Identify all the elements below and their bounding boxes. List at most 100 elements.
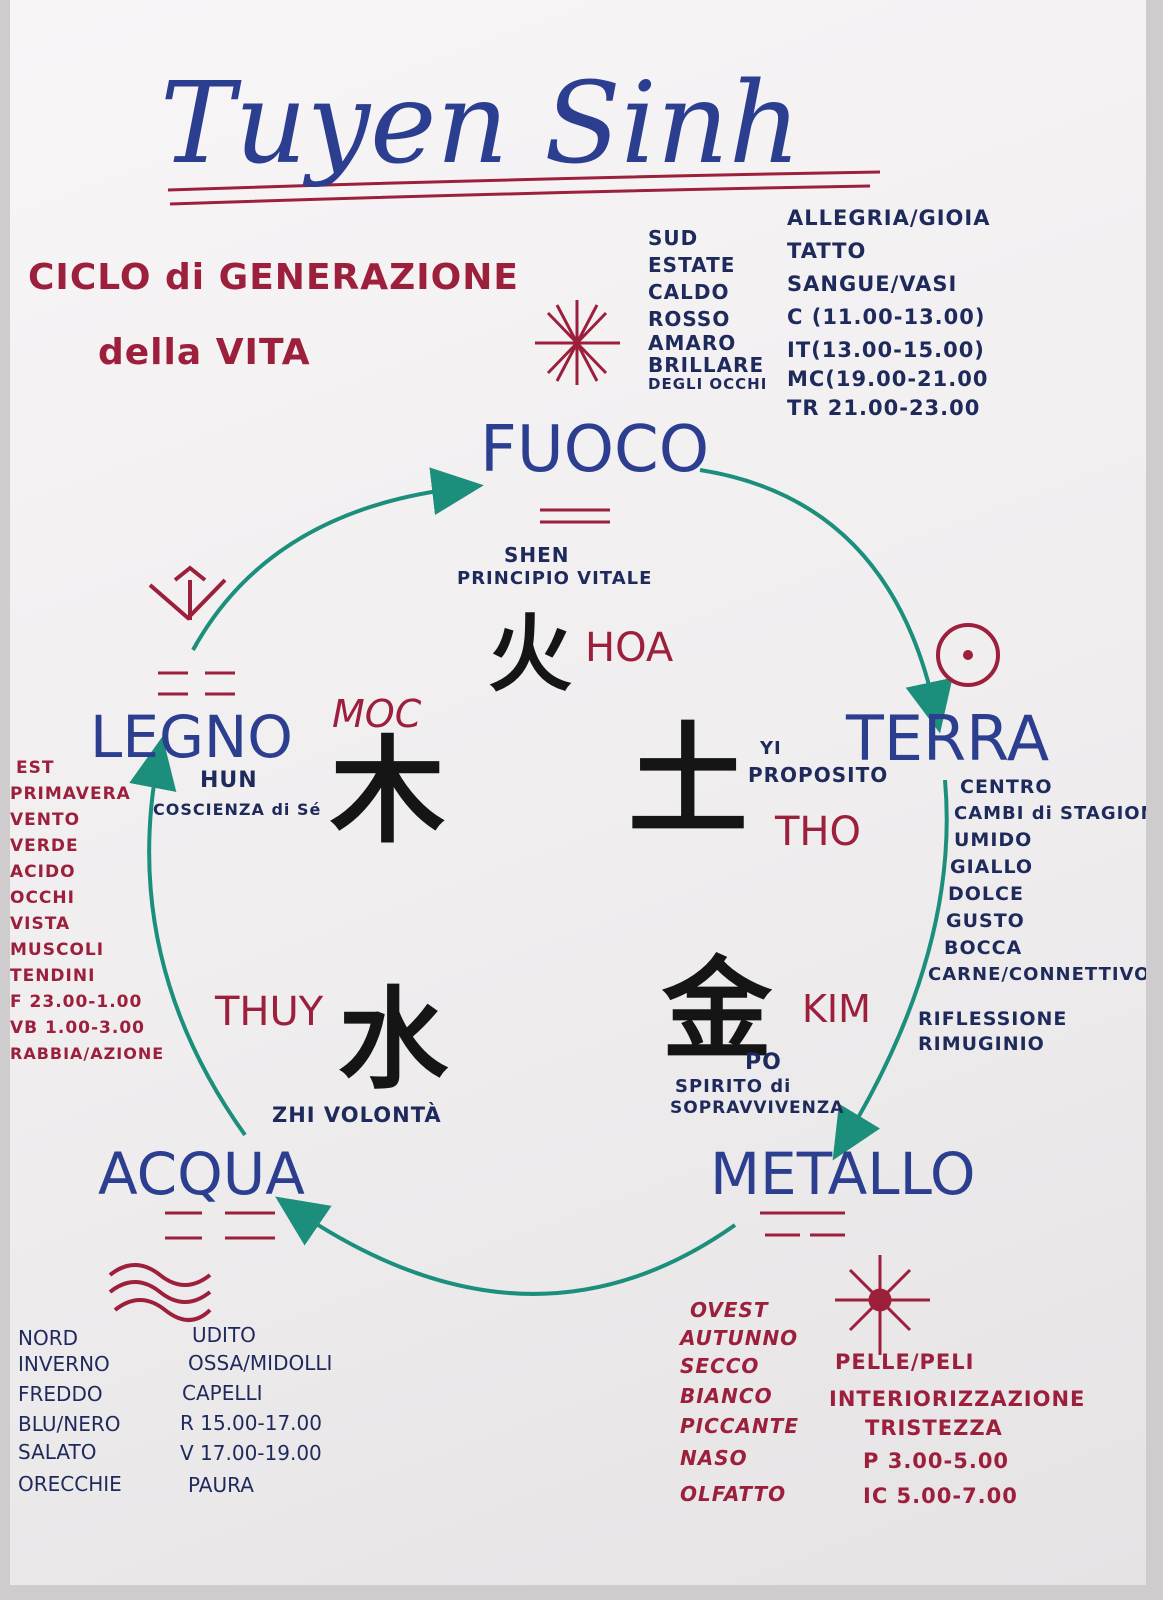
wood-prop: ACIDO — [10, 862, 76, 882]
metal-spirit-desc-1: SPIRITO di — [675, 1076, 792, 1097]
wood-spirit-desc: COSCIENZA di Sé — [153, 800, 322, 819]
metal-properties-left: OVEST AUTUNNO SECCO BIANCO PICCANTE NASO… — [680, 1300, 799, 1504]
wood-prop: PRIMAVERA — [10, 784, 131, 804]
wood-viet: MOC — [332, 692, 422, 736]
metal-prop: NASO — [680, 1446, 748, 1470]
metal-prop: PICCANTE — [680, 1414, 799, 1438]
earth-circle-symbol — [936, 623, 1000, 687]
earth-prop: CARNE/CONNETTIVO — [928, 964, 1146, 985]
fire-spirit-desc: PRINCIPIO VITALE — [457, 568, 653, 589]
metal-prop: IC 5.00-7.00 — [863, 1484, 1018, 1508]
metal-prop: PELLE/PELI — [835, 1350, 975, 1374]
metal-prop: TRISTEZZA — [865, 1416, 1003, 1440]
wood-prop: VISTA — [10, 914, 71, 934]
wood-prop: EST — [16, 758, 55, 778]
earth-prop: CAMBI di STAGIONE — [954, 803, 1146, 824]
wood-prop: VENTO — [10, 810, 81, 830]
fire-prop: IT(13.00-15.00) — [787, 338, 985, 362]
fire-prop: ESTATE — [648, 253, 736, 277]
fire-prop: DEGLI OCCHI — [648, 375, 768, 393]
metal-prop: P 3.00-5.00 — [863, 1449, 1010, 1473]
fire-star-symbol — [535, 300, 620, 385]
earth-prop: DOLCE — [948, 883, 1024, 905]
water-prop: INVERNO — [18, 1352, 110, 1376]
fire-prop: ALLEGRIA/GIOIA — [787, 206, 991, 230]
fire-spirit: SHEN — [504, 543, 570, 567]
earth-glyph: 土 — [628, 712, 748, 851]
earth-properties: CENTRO CAMBI di STAGIONE UMIDO GIALLO DO… — [918, 776, 1146, 1054]
wood-prop: OCCHI — [10, 888, 75, 908]
fire-prop: BRILLARE — [648, 353, 765, 377]
water-prop: SALATO — [18, 1440, 97, 1464]
water-properties-right: UDITO OSSA/MIDOLLI CAPELLI R 15.00-17.00… — [180, 1325, 332, 1495]
water-viet: THUY — [215, 989, 324, 1035]
arrow-wood-to-fire — [191, 467, 484, 651]
wood-prop: F 23.00-1.00 — [10, 992, 143, 1012]
water-prop: UDITO — [192, 1323, 256, 1347]
earth-prop: GUSTO — [946, 910, 1025, 932]
metal-prop: INTERIORIZZAZIONE — [829, 1387, 1086, 1411]
water-name: ACQUA — [98, 1140, 305, 1208]
earth-prop: RIMUGINIO — [918, 1033, 1045, 1055]
water-prop: NORD — [18, 1326, 78, 1350]
metal-spirit: PO — [745, 1050, 782, 1075]
wood-prop: TENDINI — [10, 966, 96, 986]
water-prop: PAURA — [188, 1473, 254, 1497]
metal-prop: BIANCO — [680, 1384, 773, 1408]
poster-title: Tuyen Sinh — [160, 59, 801, 189]
water-prop: R 15.00-17.00 — [180, 1411, 322, 1435]
wood-properties: EST PRIMAVERA VENTO VERDE ACIDO OCCHI VI… — [10, 760, 164, 1062]
fire-prop: AMARO — [648, 331, 737, 355]
wood-prop: VERDE — [10, 836, 79, 856]
fire-prop: ROSSO — [648, 307, 731, 331]
fire-glyph: 火 — [488, 605, 573, 703]
cycle-drawing — [108, 170, 1000, 1355]
wood-name: LEGNO — [90, 703, 293, 771]
wood-trident-symbol — [148, 565, 227, 621]
earth-prop: GIALLO — [950, 856, 1034, 878]
earth-prop: RIFLESSIONE — [918, 1008, 1068, 1030]
fire-prop: TATTO — [787, 239, 867, 263]
metal-name: METALLO — [710, 1140, 976, 1208]
subtitle-line2: della VITA — [98, 332, 311, 373]
metal-prop: SECCO — [680, 1354, 760, 1378]
water-prop: V 17.00-19.00 — [180, 1441, 322, 1465]
poster-sheet: Tuyen Sinh CICLO di GENERAZIONE della VI… — [10, 0, 1146, 1585]
fire-properties-right: ALLEGRIA/GIOIA TATTO SANGUE/VASI C (11.0… — [787, 208, 990, 419]
earth-spirit: YI — [760, 738, 782, 759]
water-prop: CAPELLI — [182, 1381, 263, 1405]
metal-glyph: 金 — [662, 946, 772, 1074]
water-properties-left: NORD INVERNO FREDDO BLU/NERO SALATO OREC… — [18, 1328, 122, 1494]
subtitle-line1: CICLO di GENERAZIONE — [28, 257, 519, 298]
water-prop: OSSA/MIDOLLI — [188, 1351, 333, 1375]
earth-viet: THO — [775, 809, 861, 855]
water-prop: ORECCHIE — [18, 1472, 122, 1496]
metal-viet: KIM — [802, 987, 871, 1031]
fire-prop: MC(19.00-21.00 — [787, 367, 989, 391]
fire-name: FUOCO — [480, 413, 710, 487]
fire-prop: C (11.00-13.00) — [787, 305, 986, 329]
wood-prop: MUSCOLI — [10, 940, 105, 960]
wood-spirit: HUN — [200, 768, 258, 793]
fire-prop: SANGUE/VASI — [787, 272, 958, 296]
fire-properties-left: SUD ESTATE CALDO ROSSO AMARO BRILLARE DE… — [648, 228, 767, 392]
metal-properties-right: PELLE/PELI INTERIORIZZAZIONE TRISTEZZA P… — [829, 1350, 1085, 1508]
metal-spirit-desc-2: SOPRAVVIVENZA — [670, 1098, 845, 1118]
wood-glyph: 木 — [330, 725, 446, 859]
metal-prop: AUTUNNO — [680, 1326, 799, 1350]
earth-prop: CENTRO — [960, 776, 1053, 798]
arrow-fire-to-earth — [699, 468, 953, 734]
water-glyph: 水 — [338, 976, 448, 1104]
water-prop: BLU/NERO — [18, 1412, 121, 1436]
fire-viet: HOA — [585, 625, 674, 671]
arrow-earth-to-metal — [832, 779, 949, 1161]
metal-prop: OLFATTO — [680, 1482, 787, 1506]
wood-prop: VB 1.00-3.00 — [10, 1018, 145, 1038]
water-waves-symbol — [108, 1263, 212, 1322]
fire-prop: TR 21.00-23.00 — [787, 396, 981, 420]
metal-burst-symbol — [835, 1255, 930, 1355]
earth-spirit-desc: PROPOSITO — [748, 763, 889, 787]
cycle-arrows — [129, 467, 953, 1296]
arrow-water-to-wood — [129, 736, 247, 1137]
earth-prop: BOCCA — [944, 937, 1023, 959]
